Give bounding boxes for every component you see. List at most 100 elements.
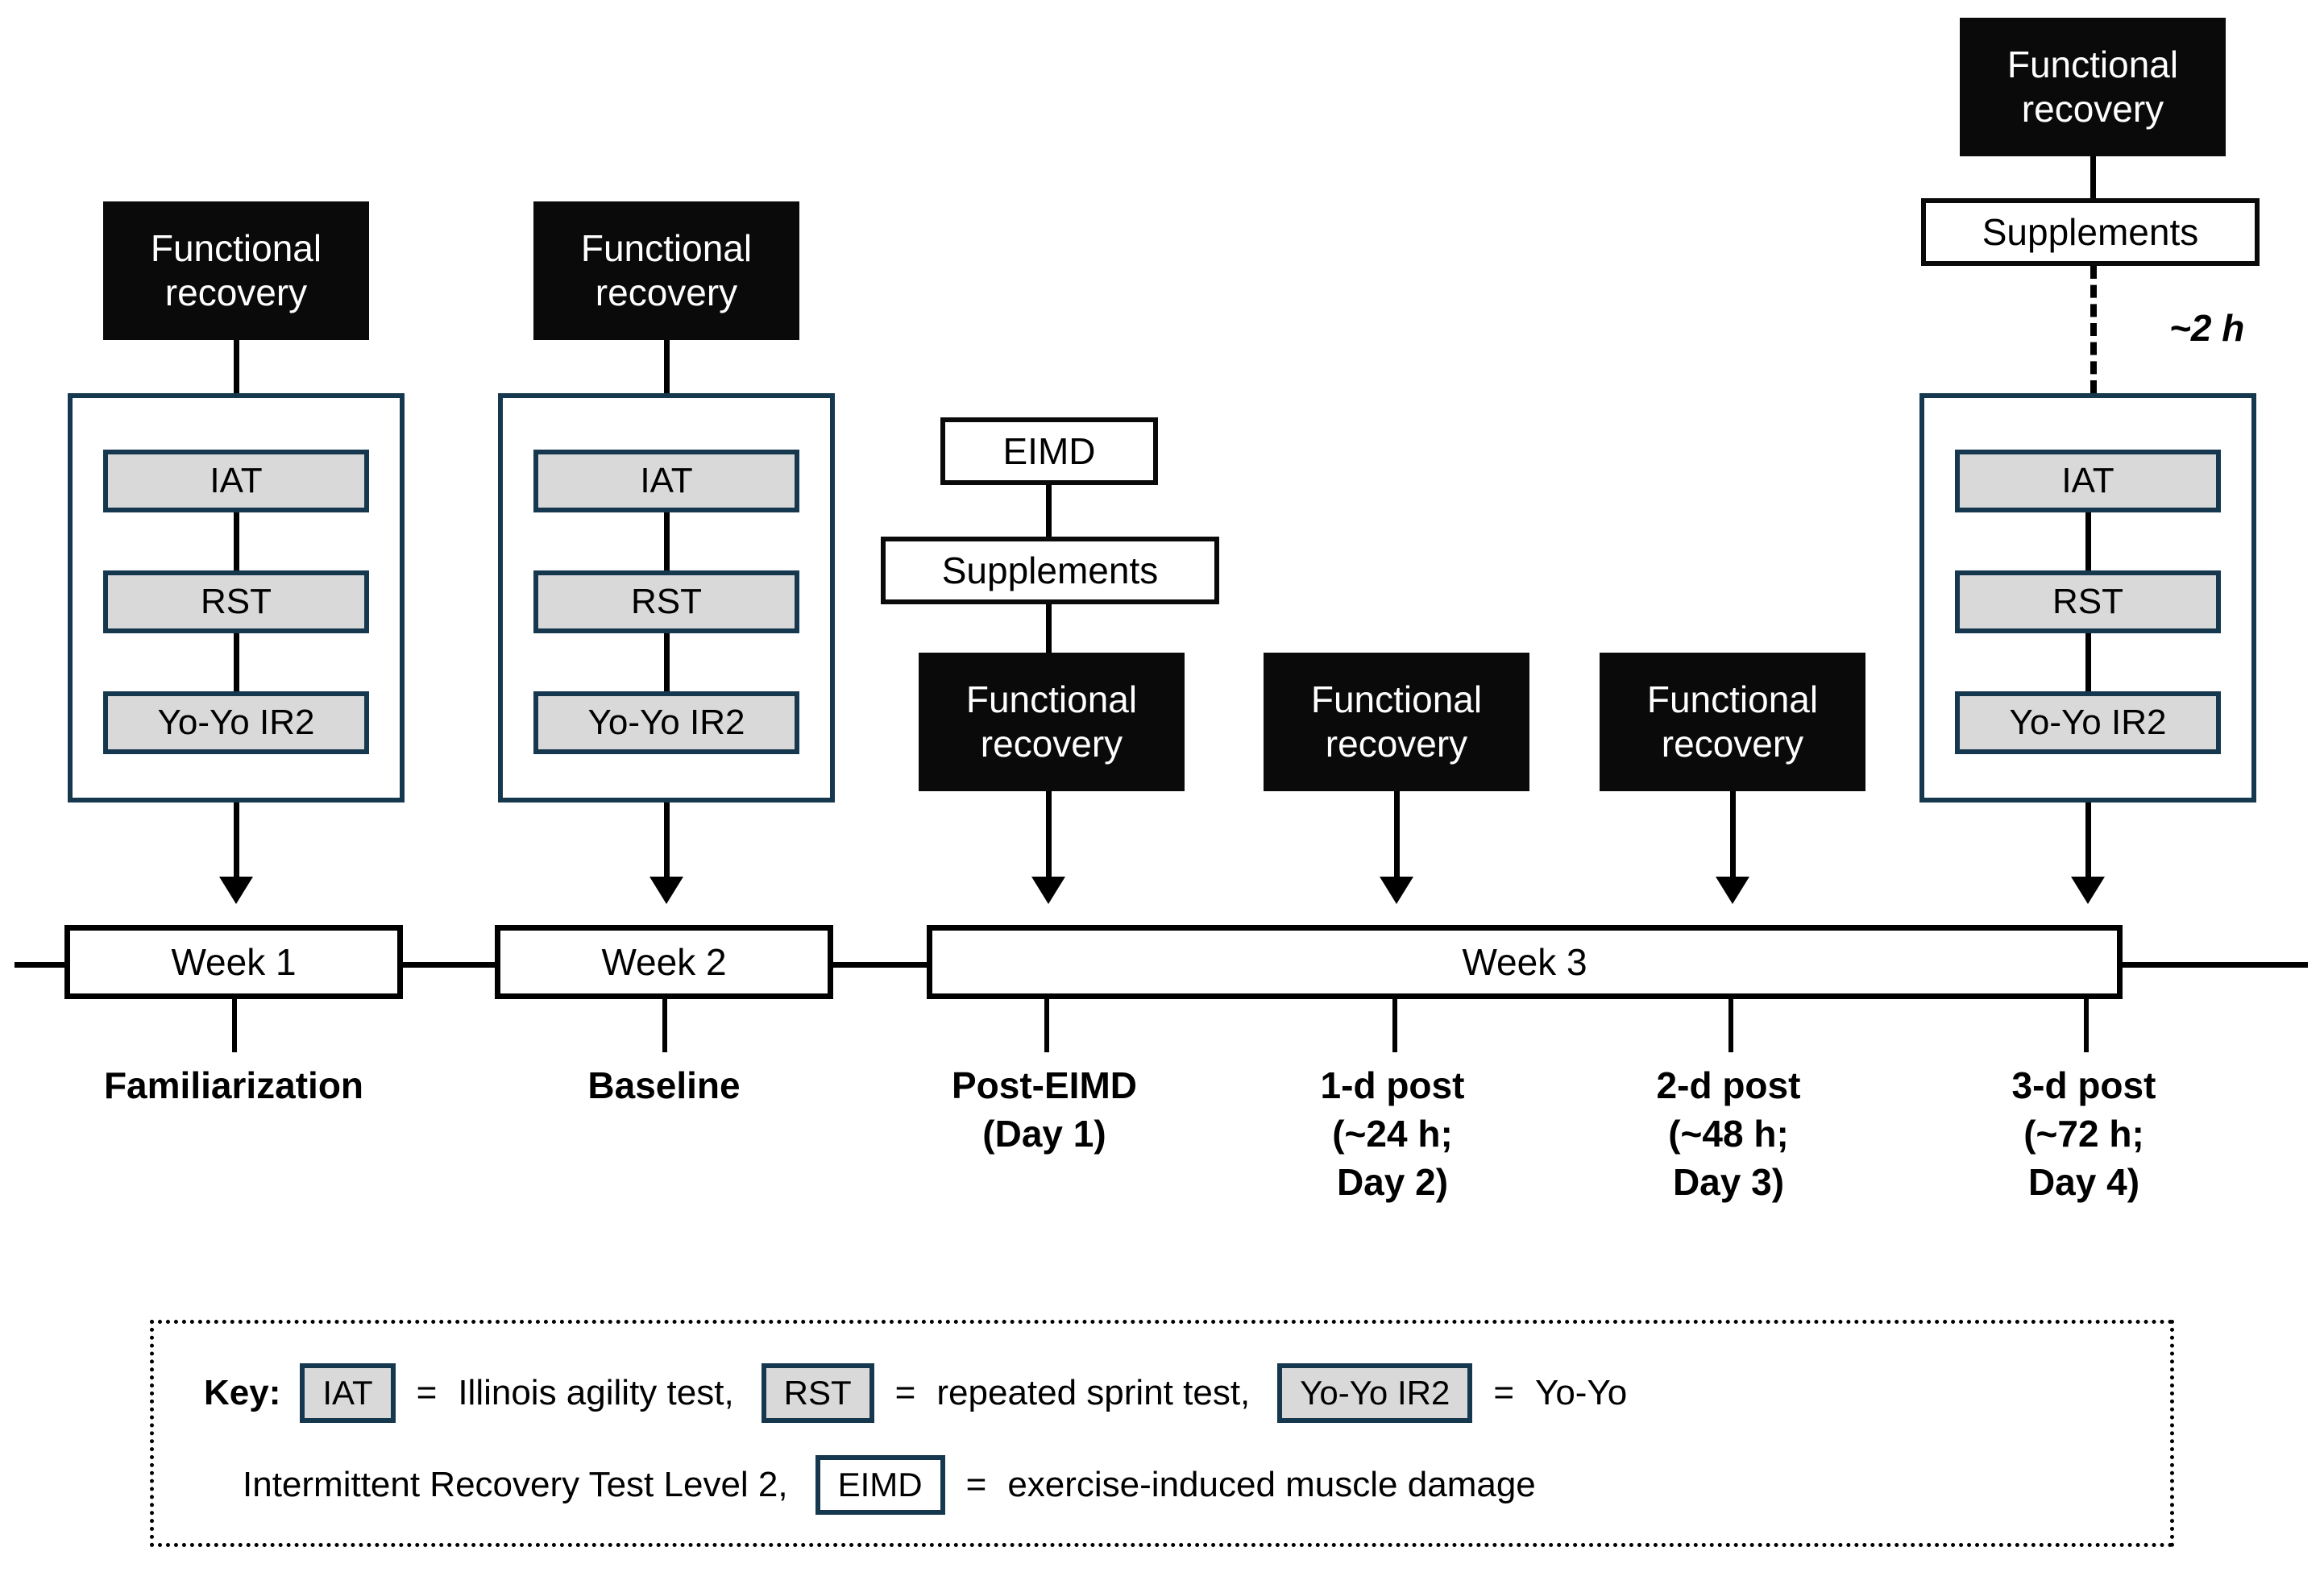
phase-label-1d-post: 1-d post (~24 h; Day 2) bbox=[1320, 1064, 1465, 1203]
key-chip-eimd: EIMD bbox=[815, 1455, 945, 1515]
col4-functional-recovery-label: Functional recovery bbox=[1310, 678, 1483, 765]
col6-test-iat: IAT bbox=[1955, 450, 2221, 512]
col1-arrow-head-icon bbox=[219, 877, 253, 904]
col2-test-rst-label: RST bbox=[631, 581, 702, 621]
col1-arrow-shaft bbox=[234, 803, 239, 891]
col5-functional-recovery-box: Functional recovery bbox=[1600, 653, 1865, 791]
timeline-week3-box: Week 3 bbox=[927, 925, 2123, 999]
col6-supplements-label: Supplements bbox=[1982, 210, 2199, 253]
timeline-week1-label: Week 1 bbox=[171, 941, 297, 983]
timeline-tick-day1 bbox=[1044, 999, 1049, 1052]
timeline-tick-week1 bbox=[232, 999, 237, 1052]
timeline-tick-day3 bbox=[1728, 999, 1733, 1052]
col6-functional-recovery-label: Functional recovery bbox=[2007, 43, 2179, 130]
col3-eimd-box: EIMD bbox=[940, 417, 1158, 485]
phase-label-familiarization: Familiarization bbox=[103, 1064, 364, 1106]
col1-test-rst-label: RST bbox=[201, 581, 272, 621]
col1-test-iat: IAT bbox=[103, 450, 369, 512]
key-line-1: Key: IAT = Illinois agility test, RST = … bbox=[204, 1354, 1627, 1432]
col2-test-rst: RST bbox=[533, 570, 799, 633]
col6-connector-iat-rst bbox=[2085, 512, 2091, 570]
col6-connector-rst-yoyo bbox=[2085, 633, 2091, 691]
col2-test-iat-label: IAT bbox=[640, 460, 693, 500]
key-title: Key: bbox=[204, 1373, 281, 1412]
col6-arrow-shaft bbox=[2085, 803, 2091, 891]
col6-test-rst: RST bbox=[1955, 570, 2221, 633]
key-equals-4: = bbox=[965, 1465, 987, 1504]
col3-connector-eimd-supp bbox=[1046, 485, 1052, 537]
col1-test-yoyo: Yo-Yo IR2 bbox=[103, 691, 369, 754]
col5-arrow-head-icon bbox=[1716, 877, 1749, 904]
key-equals-2: = bbox=[894, 1373, 916, 1412]
col6-connector-fr-supp bbox=[2090, 156, 2096, 198]
col1-functional-recovery-box: Functional recovery bbox=[103, 201, 369, 340]
timeline-segment-2-3 bbox=[833, 962, 927, 968]
key-def-rst: repeated sprint test, bbox=[936, 1373, 1251, 1412]
col1-connector-top bbox=[234, 340, 239, 393]
col3-arrow-shaft bbox=[1046, 791, 1052, 891]
key-line-2: Intermittent Recovery Test Level 2, EIMD… bbox=[243, 1446, 1536, 1524]
timeline-right-stub bbox=[2123, 962, 2308, 968]
phase-label-2d-post: 2-d post (~48 h; Day 3) bbox=[1656, 1064, 1801, 1203]
col4-functional-recovery-box: Functional recovery bbox=[1264, 653, 1529, 791]
col6-gap-duration-label: ~2 h bbox=[2169, 307, 2245, 349]
col2-test-yoyo-label: Yo-Yo IR2 bbox=[587, 702, 745, 742]
key-def-eimd: exercise-induced muscle damage bbox=[1007, 1465, 1536, 1504]
col5-arrow-shaft bbox=[1730, 791, 1736, 891]
col6-supplements-box: Supplements bbox=[1921, 198, 2260, 266]
timeline-segment-1-2 bbox=[403, 962, 495, 968]
phase-label-baseline: Baseline bbox=[587, 1064, 741, 1106]
phase-label-post-eimd: Post-EIMD (Day 1) bbox=[952, 1064, 1137, 1155]
key-def-yoyo-partial: Yo-Yo bbox=[1535, 1373, 1628, 1412]
col1-functional-recovery-label: Functional recovery bbox=[150, 226, 322, 313]
col2-test-yoyo: Yo-Yo IR2 bbox=[533, 691, 799, 754]
col2-connector-iat-rst bbox=[664, 512, 670, 570]
timeline-week3-label: Week 3 bbox=[1462, 941, 1587, 983]
col5-functional-recovery-label: Functional recovery bbox=[1646, 678, 1819, 765]
key-legend-box: Key: IAT = Illinois agility test, RST = … bbox=[150, 1320, 2174, 1547]
col1-test-iat-label: IAT bbox=[210, 460, 263, 500]
col1-test-rst: RST bbox=[103, 570, 369, 633]
key-equals-3: = bbox=[1493, 1373, 1515, 1412]
phase-label-3d-post: 3-d post (~72 h; Day 4) bbox=[2011, 1064, 2156, 1203]
col6-arrow-head-icon bbox=[2071, 877, 2105, 904]
col3-eimd-label: EIMD bbox=[1002, 429, 1096, 472]
col4-arrow-shaft bbox=[1394, 791, 1400, 891]
key-chip-yoyo: Yo-Yo IR2 bbox=[1277, 1363, 1473, 1423]
col1-test-yoyo-label: Yo-Yo IR2 bbox=[157, 702, 315, 742]
col2-connector-rst-yoyo bbox=[664, 633, 670, 691]
col3-supplements-box: Supplements bbox=[881, 537, 1219, 604]
timeline-week2-label: Week 2 bbox=[601, 941, 727, 983]
col3-supplements-label: Supplements bbox=[941, 549, 1159, 591]
col2-connector-top bbox=[664, 340, 670, 393]
col6-test-rst-label: RST bbox=[2052, 581, 2123, 621]
key-equals-1: = bbox=[416, 1373, 438, 1412]
key-chip-rst: RST bbox=[761, 1363, 874, 1423]
col2-arrow-shaft bbox=[664, 803, 670, 891]
col6-test-iat-label: IAT bbox=[2061, 460, 2114, 500]
col2-arrow-head-icon bbox=[649, 877, 683, 904]
timeline-tick-week2 bbox=[662, 999, 667, 1052]
col4-arrow-head-icon bbox=[1380, 877, 1413, 904]
col2-test-iat: IAT bbox=[533, 450, 799, 512]
timeline-week2-box: Week 2 bbox=[495, 925, 833, 999]
col6-test-yoyo: Yo-Yo IR2 bbox=[1955, 691, 2221, 754]
col1-connector-iat-rst bbox=[234, 512, 239, 570]
timeline-tick-day4 bbox=[2084, 999, 2089, 1052]
col2-functional-recovery-box: Functional recovery bbox=[533, 201, 799, 340]
timeline-tick-day2 bbox=[1392, 999, 1397, 1052]
col3-connector-supp-fr bbox=[1046, 604, 1052, 653]
col1-connector-rst-yoyo bbox=[234, 633, 239, 691]
col3-functional-recovery-label: Functional recovery bbox=[965, 678, 1138, 765]
col6-test-yoyo-label: Yo-Yo IR2 bbox=[2009, 702, 2167, 742]
col6-dashed-gap-connector bbox=[2090, 266, 2097, 393]
key-def-iat: Illinois agility test, bbox=[458, 1373, 734, 1412]
timeline-week1-box: Week 1 bbox=[64, 925, 403, 999]
col3-arrow-head-icon bbox=[1031, 877, 1065, 904]
col6-functional-recovery-box: Functional recovery bbox=[1960, 18, 2226, 156]
timeline-left-stub bbox=[15, 962, 64, 968]
key-def-yoyo-continued: Intermittent Recovery Test Level 2, bbox=[243, 1465, 788, 1504]
col2-functional-recovery-label: Functional recovery bbox=[580, 226, 753, 313]
col3-functional-recovery-box: Functional recovery bbox=[919, 653, 1185, 791]
